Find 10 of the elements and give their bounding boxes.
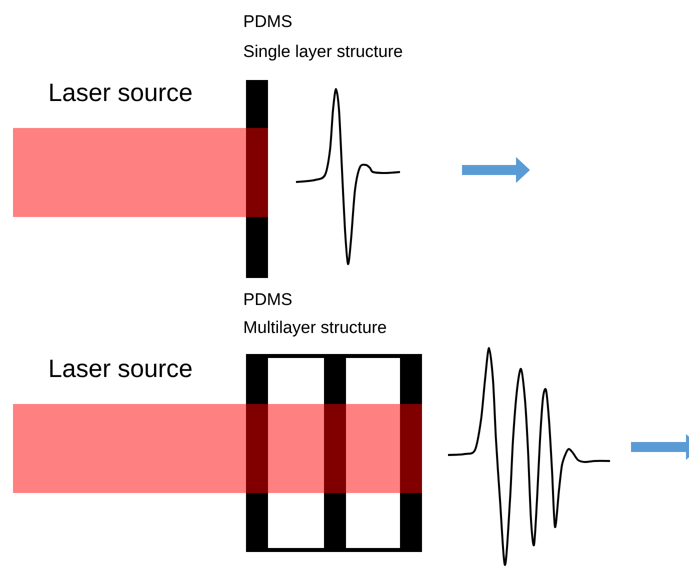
pdms-structure: PDMS Multilayer structure [244, 293, 422, 552]
node-label: Laser source [50, 84, 192, 102]
node-label: PDMS [244, 293, 292, 306]
node-label: PDMS [244, 15, 292, 28]
laser-beam: Laser source [13, 84, 246, 217]
pdms-structure: PDMS Single layer structure [244, 15, 402, 278]
node-label: Single layer structure [244, 44, 402, 61]
laser-beam: Laser source [13, 360, 246, 493]
node-label: Laser source [50, 360, 192, 378]
node-label: Multilayer structure [244, 320, 386, 337]
